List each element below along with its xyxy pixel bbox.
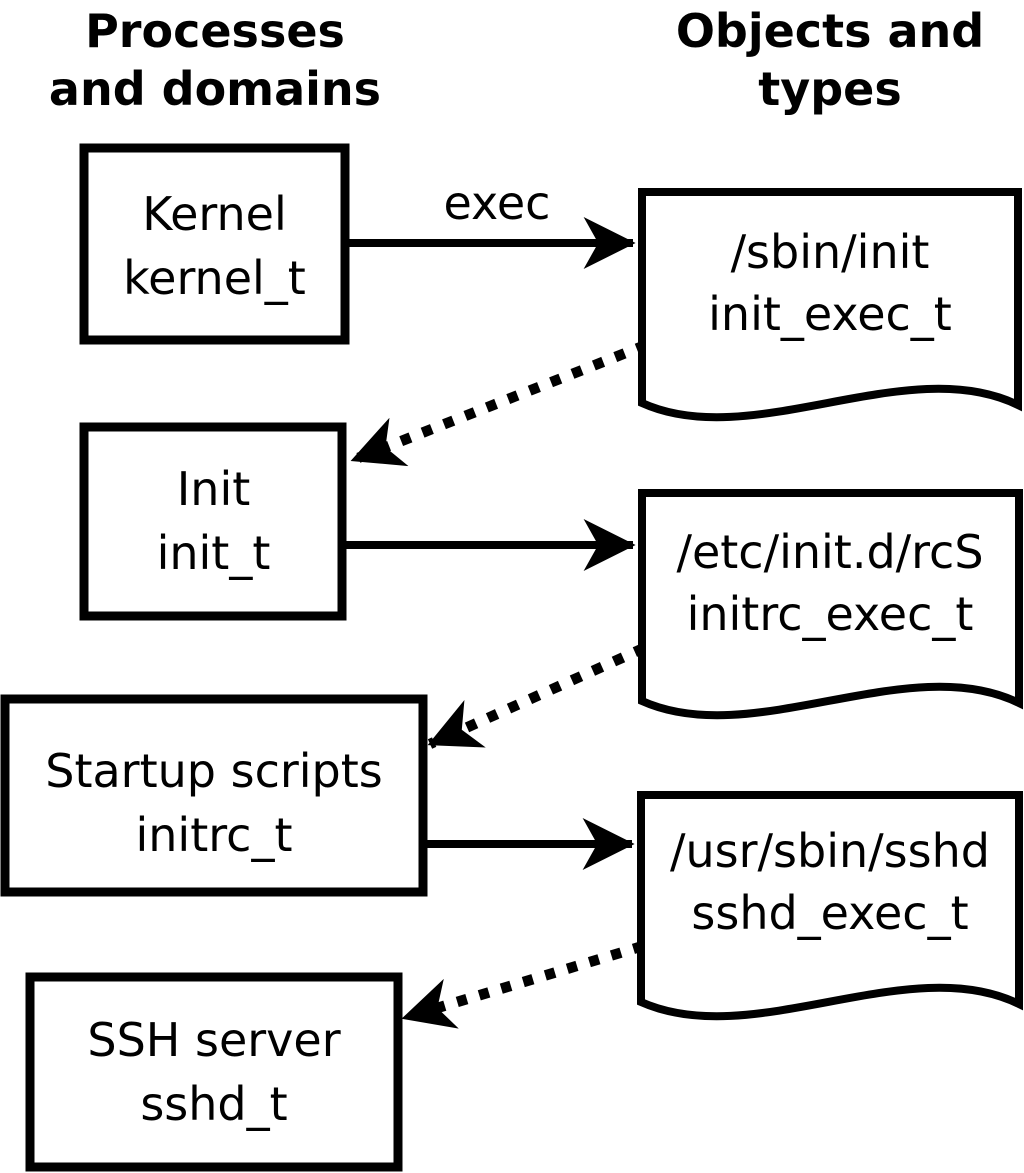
document-shape-usr-sbin-sshd xyxy=(637,791,1023,1021)
process-box-startup-scripts xyxy=(0,694,428,897)
process-name-startup-scripts: Startup scripts xyxy=(45,744,383,798)
transition-arrow-rcS-to-initrc xyxy=(427,643,647,749)
process-name-init: Init xyxy=(177,462,251,516)
right-column-title-line2: types xyxy=(758,62,901,116)
exec-label: exec xyxy=(444,176,551,230)
left-column-title-line2: and domains xyxy=(49,62,381,116)
process-type-init: init_t xyxy=(157,526,271,580)
process-name-kernel: Kernel xyxy=(142,187,287,241)
process-box-init xyxy=(79,422,347,621)
object-node-usr-sbin-sshd: /usr/sbin/sshd sshd_exec_t xyxy=(637,791,1023,1021)
process-type-kernel: kernel_t xyxy=(123,251,306,305)
left-column-title: Processes and domains xyxy=(49,4,381,116)
object-path-etc-initd-rcS: /etc/init.d/rcS xyxy=(676,525,983,579)
process-type-ssh-server: sshd_t xyxy=(140,1077,287,1131)
transition-arrow-sbin-init-to-init xyxy=(350,340,648,467)
object-node-sbin-init: /sbin/init init_exec_t xyxy=(638,188,1022,422)
object-node-etc-initd-rcS: /etc/init.d/rcS initrc_exec_t xyxy=(638,489,1023,720)
process-box-kernel xyxy=(79,143,350,345)
object-type-usr-sbin-sshd: sshd_exec_t xyxy=(691,886,968,940)
process-node-startup-scripts: Startup scripts initrc_t xyxy=(0,694,428,897)
process-node-ssh-server: SSH server sshd_t xyxy=(25,972,403,1172)
process-type-startup-scripts: initrc_t xyxy=(136,808,293,862)
left-column-title-line1: Processes xyxy=(85,4,345,58)
process-node-kernel: Kernel kernel_t xyxy=(79,143,350,345)
right-column-title: Objects and types xyxy=(676,4,984,116)
object-path-sbin-init: /sbin/init xyxy=(731,225,930,279)
right-column-title-line1: Objects and xyxy=(676,4,984,58)
process-node-init: Init init_t xyxy=(79,422,347,621)
transition-arrow-sshd-exec-to-sshd xyxy=(401,940,645,1029)
document-shape-sbin-init xyxy=(638,188,1022,422)
document-shape-etc-initd-rcS xyxy=(638,489,1023,720)
process-box-ssh-server xyxy=(25,972,403,1172)
object-type-etc-initd-rcS: initrc_exec_t xyxy=(687,587,974,641)
object-type-sbin-init: init_exec_t xyxy=(708,287,952,341)
object-path-usr-sbin-sshd: /usr/sbin/sshd xyxy=(670,824,990,878)
process-name-ssh-server: SSH server xyxy=(87,1013,340,1067)
